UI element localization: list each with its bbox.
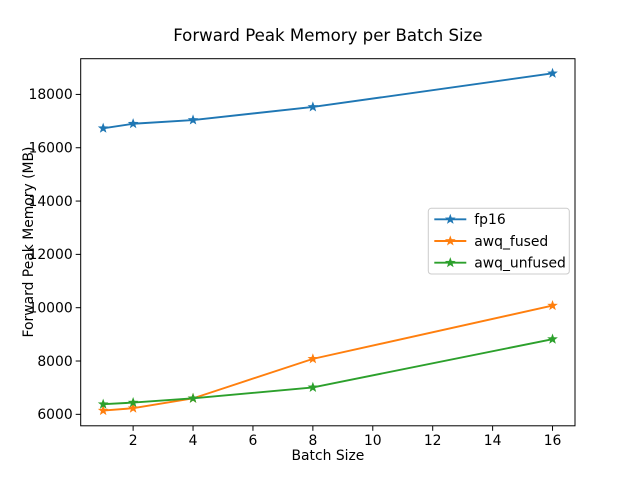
marker-star-awq_fused [547,299,558,311]
y-tick-label: 14000 [28,194,72,210]
series-line-awq_unfused [103,338,553,406]
x-tick-label: 6 [249,433,258,449]
legend-marker-awq_fused [444,235,456,246]
x-axis-label: Batch Size [291,448,364,464]
legend-marker-fp16 [444,213,456,224]
marker-star-awq_unfused [97,398,109,409]
y-axis-label: Forward Peak Memory (MB) [21,147,37,338]
marker-star-fp16 [127,118,139,129]
axes-spines [80,58,576,427]
series-line-fp16 [103,72,553,130]
legend-label-awq_fused: awq_fused [474,234,548,250]
y-tick-label: 6000 [37,407,72,423]
series-line-awq_fused [103,304,553,412]
y-tick-label: 10000 [28,300,72,316]
marker-star-awq_unfused [547,333,558,344]
legend-label-awq_unfused: awq_unfused [474,256,566,272]
marker-star-fp16 [547,67,558,78]
marker-star-awq_fused [97,405,109,416]
x-tick-label: 14 [484,433,502,449]
y-tick-label: 8000 [37,354,72,370]
x-tick-label: 12 [424,433,442,449]
x-tick-label: 16 [544,433,562,449]
marker-star-fp16 [97,122,109,133]
y-tick-label: 16000 [28,141,72,157]
marker-star-awq_unfused [127,397,139,408]
legend-label-fp16: fp16 [474,212,505,228]
marker-star-fp16 [187,114,199,125]
y-tick-label: 18000 [28,87,72,103]
x-tick-label: 8 [308,433,317,449]
y-tick-label: 12000 [28,247,72,263]
chart-title: Forward Peak Memory per Batch Size [173,26,482,45]
x-tick-label: 10 [364,433,382,449]
marker-star-awq_unfused [187,392,199,403]
legend-box [427,207,570,275]
marker-star-awq_unfused [307,381,319,392]
marker-star-fp16 [307,101,319,112]
marker-star-awq_fused [127,402,139,413]
plot-area: 2 4 6 8 10 12 14 16 6000 8000 10000 12000 14000 16000… [28,58,576,449]
x-tick-label: 2 [129,433,138,449]
legend-marker-awq_unfused [444,257,456,268]
marker-star-awq_fused [307,353,319,364]
x-tick-label: 4 [189,433,198,449]
